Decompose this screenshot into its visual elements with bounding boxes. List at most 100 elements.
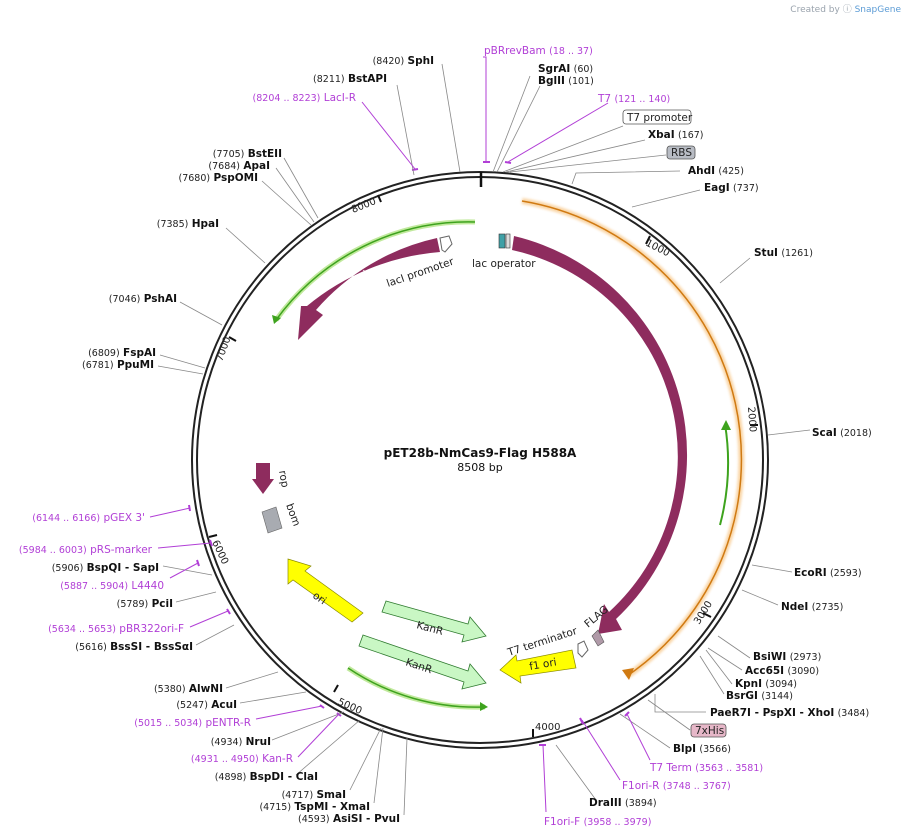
site-kpni: KpnI (3094) — [735, 678, 797, 690]
site-bsrgi: BsrGI (3144) — [726, 690, 793, 702]
leader-pvui — [403, 737, 408, 816]
site-sphi: (8420) SphI — [373, 55, 434, 67]
leader-kpni — [705, 649, 733, 685]
primer-t7term: T7 Term (3563 .. 3581) — [649, 762, 763, 774]
laci-arrow — [298, 238, 440, 340]
leader-lines — [157, 63, 811, 816]
primer-leader-l4440 — [169, 562, 199, 579]
site-acc65i: Acc65I (3090) — [745, 665, 819, 677]
kanr-arrow-2 — [358, 634, 487, 690]
leader-bstapi — [396, 84, 415, 176]
leader-bsteii — [283, 157, 319, 219]
green-orf-bottom — [347, 667, 486, 708]
site-nrui: (4934) NruI — [211, 736, 271, 748]
primer-kan-r: (4931 .. 4950) Kan-R — [191, 753, 293, 765]
bom-box — [261, 506, 283, 534]
primer-leader-laci-r — [361, 101, 416, 170]
leader-acc65i — [707, 647, 743, 671]
rop-arrow — [252, 463, 274, 494]
site-pshai: (7046) PshAI — [109, 293, 177, 305]
site-xhoi: PaeR7I - PspXI - XhoI (3484) — [710, 707, 869, 719]
leader-bsrgi — [699, 655, 725, 695]
leader-acui — [239, 691, 307, 704]
site-pcii: (5789) PciI — [117, 598, 173, 610]
leader-ecori — [751, 564, 793, 573]
laci-label: lacI — [348, 268, 371, 290]
kanr-arrow-1 — [381, 600, 487, 643]
site-ndei: NdeI (2735) — [781, 601, 843, 613]
snapgene-credit: Created by ⓘ SnapGene — [790, 2, 901, 15]
primer-pgex3: (6144 .. 6166) pGEX 3' — [32, 512, 145, 524]
plasmid-name: pET28b-NmCas9-Flag H588A — [384, 446, 577, 460]
lac-operator-mark — [498, 233, 506, 249]
primer-laci-r: (8204 .. 8223) LacI-R — [253, 92, 356, 104]
leader-apai — [275, 167, 315, 223]
leader-stui — [719, 257, 751, 284]
green-orf-left-head — [272, 315, 281, 324]
leader-blpi — [619, 713, 671, 749]
primer-leader-kan-r — [297, 713, 340, 758]
leader-ppumi — [157, 365, 204, 375]
site-bglii: BglII (101) — [538, 75, 594, 87]
primer-f1ori-r: F1ori-R (3748 .. 3767) — [622, 780, 731, 792]
leader-alwni — [225, 671, 279, 689]
tick-7000 — [228, 336, 237, 342]
leader-draiii — [555, 744, 597, 801]
primer-pbrrevbam: pBRrevBam (18 .. 37) — [484, 45, 593, 57]
primer-leader-prs-marker — [157, 542, 212, 549]
green-orf-left — [275, 221, 476, 321]
site-pvui: (4593) AsiSI - PvuI — [298, 813, 400, 825]
t7-promoter-mark — [505, 233, 511, 249]
f1-ori-label: f1 ori — [528, 656, 557, 673]
leader-ndei — [741, 589, 779, 606]
site-xmai: (4715) TspMI - XmaI — [259, 801, 370, 813]
leader-xmai — [373, 727, 384, 804]
t7-promoter-box — [622, 109, 692, 125]
leader-scai — [767, 429, 811, 436]
site-sgrai: SgrAI (60) — [538, 63, 593, 75]
site-xbai: XbaI (167) — [648, 129, 704, 141]
site-acui: (5247) AcuI — [176, 699, 237, 711]
site-bsiwi: BsiWI (2973) — [753, 651, 821, 663]
leader-nrui — [271, 711, 345, 741]
t7-terminator-arrow — [577, 640, 589, 658]
7xhis-box-label: 7xHis — [695, 725, 724, 737]
laci-promoter-label: lacI promoter — [385, 255, 456, 289]
tick-5000 — [333, 684, 339, 693]
leader-bsiwi — [717, 635, 751, 659]
primer-t7: T7 (121 .. 140) — [597, 93, 670, 105]
site-blpi: BlpI (3566) — [673, 743, 731, 755]
site-sapi: (5906) BspQI - SapI — [52, 562, 159, 574]
primer-pentr-r: (5015 .. 5034) pENTR-R — [134, 717, 251, 729]
site-pspomi: (7680) PspOMI — [179, 172, 259, 184]
site-hpai: (7385) HpaI — [157, 218, 219, 230]
nmcas9-arrow — [512, 236, 688, 634]
site-clai: (4898) BspDI - ClaI — [215, 771, 318, 783]
green-orf-right-head — [721, 420, 731, 430]
site-apai: (7684) ApaI — [208, 160, 270, 172]
site-fspai: (6809) FspAI — [88, 347, 156, 359]
leader-t7-promoter — [502, 125, 624, 173]
f1-ori-arrow — [499, 649, 577, 684]
leader-7xhis — [647, 699, 691, 731]
green-orf-right — [719, 423, 730, 526]
leader-sphi — [441, 63, 461, 173]
tick-1000 — [645, 235, 651, 245]
orf-arrowhead — [622, 668, 634, 680]
site-ahdi: AhdI (425) — [688, 165, 744, 177]
leader-ahdi — [571, 170, 681, 185]
flag-mark — [591, 629, 605, 647]
primer-leader-pentr-r — [255, 705, 323, 720]
site-alwni: (5380) AlwNI — [154, 683, 223, 695]
tick-6000 — [208, 534, 218, 538]
leader-pspomi — [261, 180, 312, 226]
leader-sapi — [162, 565, 213, 576]
bom-label: bom — [283, 502, 302, 528]
tick-marks — [208, 194, 758, 737]
primer-mark-pbr322ori-f — [226, 608, 231, 615]
leader-fspai — [159, 354, 206, 369]
primer-leader-lines — [149, 56, 651, 813]
leader-smai — [349, 727, 382, 791]
plasmid-length: 8508 bp — [457, 461, 502, 474]
